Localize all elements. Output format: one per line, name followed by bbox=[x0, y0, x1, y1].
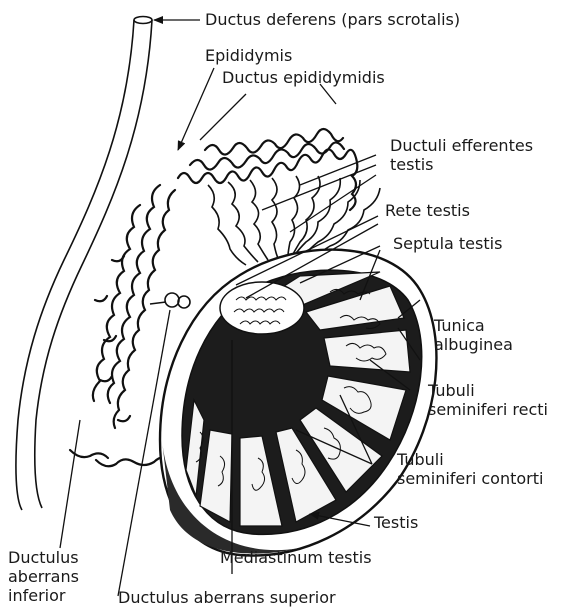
ductulus-aberrans-superior-drawing bbox=[150, 293, 190, 308]
label-tubuli-seminiferi-recti: Tubuli seminiferi recti bbox=[428, 381, 548, 419]
label-ductulus-aberrans-superior: Ductulus aberrans superior bbox=[118, 588, 336, 607]
label-tubuli-seminiferi-contorti: Tubuli seminiferi contorti bbox=[397, 450, 543, 488]
label-ductuli-efferentes: Ductuli efferentes testis bbox=[390, 136, 533, 174]
label-ductus-deferens: Ductus deferens (pars scrotalis) bbox=[205, 10, 460, 29]
testis-drawing bbox=[160, 250, 436, 556]
label-epididymis: Epididymis bbox=[205, 46, 292, 65]
label-ductulus-aberrans-inferior: Ductulus aberrans inferior bbox=[8, 548, 79, 605]
ductus-deferens-drawing bbox=[16, 17, 152, 511]
label-rete-testis: Rete testis bbox=[385, 201, 470, 220]
label-septula-testis: Septula testis bbox=[393, 234, 502, 253]
label-ductus-epididymidis: Ductus epididymidis bbox=[222, 68, 385, 87]
label-tunica-albuginea: Tunica albuginea bbox=[434, 316, 513, 354]
label-testis: Testis bbox=[374, 513, 418, 532]
label-mediastinum-testis: Mediastinum testis bbox=[220, 548, 372, 567]
